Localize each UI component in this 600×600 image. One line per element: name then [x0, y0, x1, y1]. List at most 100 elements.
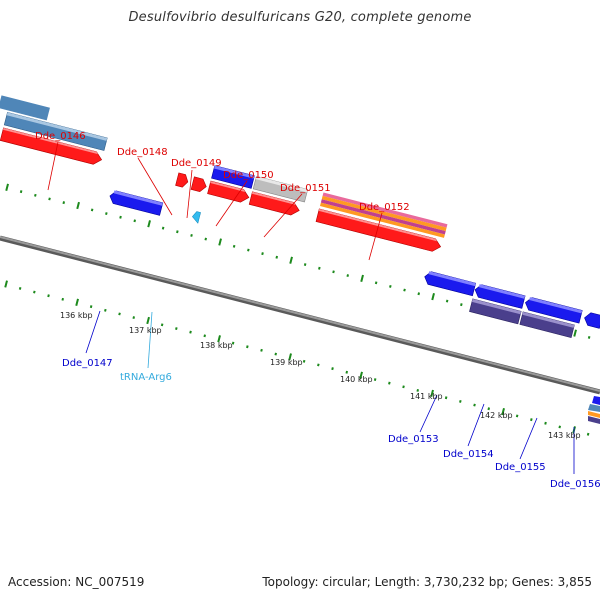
kbp-label: 138 kbp [200, 341, 233, 350]
trna-arg6[interactable] [191, 211, 201, 224]
major-tick [573, 329, 577, 337]
major-tick [217, 335, 221, 343]
minor-tick [33, 290, 36, 294]
minor-tick [105, 212, 108, 216]
gene-partial-right-edge[interactable] [588, 396, 600, 424]
kbp-label: 141 kbp [410, 392, 443, 401]
minor-tick [90, 208, 94, 212]
minor-tick [417, 292, 421, 296]
label-dde-0151[interactable]: Dde_0151 [280, 183, 331, 194]
minor-tick [275, 255, 279, 259]
major-tick [4, 280, 8, 288]
gene-dde-0147[interactable] [108, 190, 164, 216]
gene-dde-0150[interactable] [248, 175, 309, 217]
minor-tick [176, 230, 179, 234]
minor-tick [118, 312, 121, 316]
minor-tick [389, 284, 392, 288]
minor-tick [487, 407, 491, 411]
minor-tick [544, 421, 547, 425]
minor-tick [445, 299, 449, 303]
map-title: Desulfovibrio desulfuricans G20, complet… [128, 10, 472, 25]
genome-backbone [0, 235, 600, 395]
minor-tick [261, 252, 264, 256]
minor-tick [247, 248, 250, 252]
minor-tick [246, 345, 249, 349]
label-dde-0156[interactable]: Dde_0156 [550, 479, 600, 490]
minor-tick [346, 274, 350, 278]
major-tick [76, 201, 80, 210]
minor-tick [459, 399, 462, 403]
minor-tick [302, 359, 306, 363]
minor-tick [18, 286, 22, 290]
minor-tick [331, 367, 334, 371]
major-tick [218, 238, 222, 246]
minor-tick [317, 363, 320, 367]
major-tick [288, 353, 292, 361]
gene-dde-0156[interactable] [583, 312, 600, 329]
minor-tick [89, 305, 93, 309]
minor-tick [189, 330, 192, 334]
minor-tick [586, 432, 590, 436]
minor-tick [402, 385, 405, 389]
major-tick [289, 256, 293, 264]
major-tick [359, 371, 363, 379]
major-tick [430, 389, 434, 398]
minor-tick [232, 244, 236, 248]
minor-tick [190, 233, 193, 237]
label-dde-0155[interactable]: Dde_0155 [495, 462, 546, 473]
major-tick [431, 292, 435, 301]
gene-dde-0148[interactable] [175, 172, 208, 193]
minor-tick [374, 281, 378, 285]
minor-tick [47, 294, 50, 298]
minor-tick [388, 381, 391, 385]
minor-tick [332, 270, 335, 274]
minor-tick [373, 378, 377, 382]
label-trna-arg6[interactable]: tRNA-Arg6 [120, 372, 172, 383]
label-dde-0150[interactable]: Dde_0150 [223, 170, 274, 181]
major-tick [75, 298, 79, 306]
kbp-label: 136 kbp [60, 311, 93, 320]
gene-dde-0149[interactable] [207, 165, 255, 204]
label-dde-0149[interactable]: Dde_0149 [171, 158, 222, 169]
minor-tick [345, 370, 349, 374]
minor-tick [515, 414, 519, 418]
minor-tick [161, 226, 165, 230]
gene-dde-0154[interactable] [469, 283, 526, 325]
minor-tick [416, 388, 420, 392]
minor-tick [203, 334, 207, 338]
minor-tick [460, 303, 463, 307]
gene-dde-0152[interactable] [315, 192, 448, 253]
minor-tick [274, 352, 278, 356]
minor-tick [260, 348, 263, 352]
minor-tick [62, 201, 66, 205]
gene-red-0146b[interactable] [0, 127, 103, 166]
minor-tick [403, 288, 406, 292]
minor-tick [61, 297, 65, 301]
label-dde-0154[interactable]: Dde_0154 [443, 449, 494, 460]
minor-tick [160, 323, 164, 327]
lower-tick-track [4, 280, 590, 436]
kbp-label: 142 kbp [480, 411, 513, 420]
minor-tick [204, 237, 208, 241]
minor-tick [530, 418, 533, 422]
label-dde-0148[interactable]: Dde_0148 [117, 147, 168, 158]
minor-tick [231, 341, 235, 345]
minor-tick [587, 335, 591, 339]
label-dde-0147[interactable]: Dde_0147 [62, 358, 113, 369]
accession-text: Accession: NC_007519 [8, 575, 145, 589]
minor-tick [303, 263, 307, 267]
kbp-label: 140 kbp [340, 375, 373, 384]
gene-dde-0153[interactable] [423, 270, 477, 297]
kbp-label: 139 kbp [270, 358, 303, 367]
kbp-label: 143 kbp [548, 431, 581, 440]
kbp-label: 137 kbp [129, 326, 162, 335]
label-dde-0152[interactable]: Dde_0152 [359, 202, 410, 213]
gene-dde-0155[interactable] [519, 296, 583, 338]
topology-text: Topology: circular; Length: 3,730,232 bp… [262, 575, 592, 589]
label-dde-0153[interactable]: Dde_0153 [388, 434, 439, 445]
label-dde-0146[interactable]: Dde_0146 [35, 131, 86, 142]
major-tick [5, 183, 9, 191]
minor-tick [473, 403, 476, 407]
gene-dde-0146[interactable] [0, 95, 111, 151]
